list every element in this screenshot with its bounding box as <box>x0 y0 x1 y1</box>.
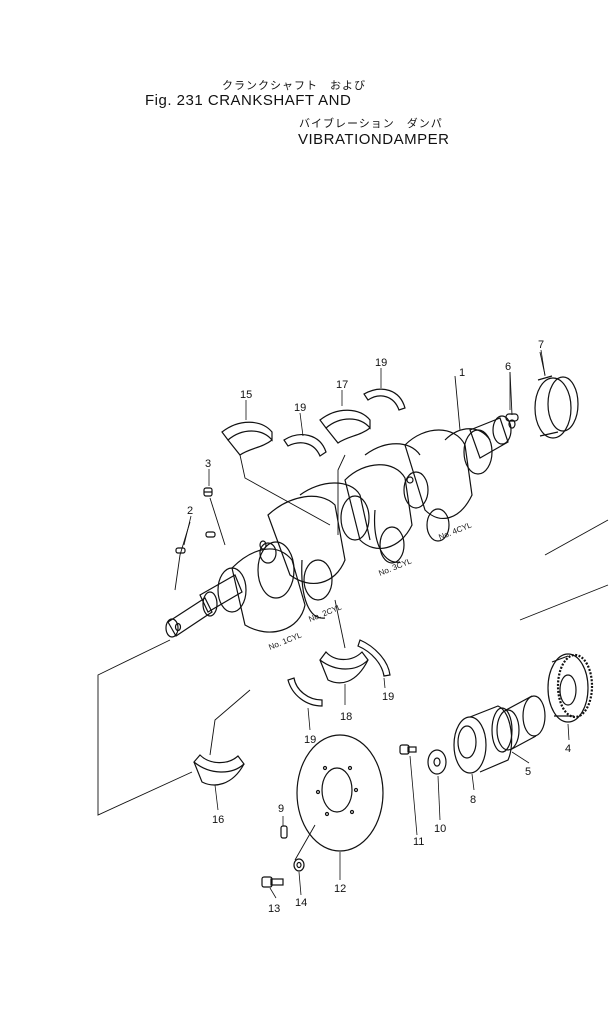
washer-part-10 <box>427 749 447 775</box>
callout-4: 4 <box>565 743 571 755</box>
crankshaft <box>165 415 516 638</box>
callout-10: 10 <box>434 823 446 835</box>
bearing-part-18 <box>319 651 369 684</box>
dowel-part-9 <box>280 825 288 839</box>
callout-12: 12 <box>334 883 346 895</box>
callout-2: 2 <box>187 505 193 517</box>
callout-11: 11 <box>413 836 424 848</box>
leader-lines <box>97 351 609 861</box>
bearing-part-17 <box>319 409 371 444</box>
damper-disc-part-12 <box>296 734 384 852</box>
callout-13: 13 <box>268 903 280 915</box>
bolt-part-11 <box>399 744 417 755</box>
callout-19-top-left: 19 <box>294 402 306 414</box>
pin-part-6 <box>505 413 519 422</box>
callout-9: 9 <box>278 803 284 815</box>
callout-7: 7 <box>538 339 544 351</box>
ring-part-7 <box>534 375 579 439</box>
bearing-part-15 <box>221 421 273 456</box>
callout-16: 16 <box>212 814 224 826</box>
key-part-2 <box>175 531 216 554</box>
plug-part-3 <box>203 487 213 497</box>
callout-8: 8 <box>470 794 476 806</box>
callout-3: 3 <box>205 458 211 470</box>
bolt-part-13 <box>261 876 284 888</box>
cylinder-label-4: No. 4CYL <box>437 520 473 542</box>
callout-14: 14 <box>295 897 307 909</box>
figure-title-line1: Fig. 231 CRANKSHAFT AND <box>145 92 352 109</box>
callout-15: 15 <box>240 389 252 401</box>
title-japanese-line2: バイブレーション ダンパ <box>299 117 443 130</box>
lockwasher-part-14 <box>293 858 305 872</box>
callout-1: 1 <box>459 367 465 379</box>
callout-19-bottom-right: 19 <box>382 691 394 703</box>
callout-leaders <box>183 349 570 899</box>
pulley-part-8 <box>453 705 513 774</box>
cylinder-label-3: No. 3CYL <box>377 556 413 578</box>
sleeve-part-5 <box>496 695 546 751</box>
title-japanese-line1: クランクシャフト および <box>222 79 366 92</box>
callout-17: 17 <box>336 379 348 391</box>
callout-6: 6 <box>505 361 511 373</box>
cylinder-label-1: No. 1CYL <box>267 630 303 652</box>
callout-19-bottom-left: 19 <box>304 734 316 746</box>
bearing-part-16 <box>193 754 245 786</box>
gear-part-4 <box>547 653 594 723</box>
callout-5: 5 <box>525 766 531 778</box>
callout-19-top-right: 19 <box>375 357 387 369</box>
figure-title-line2: VIBRATIONDAMPER <box>298 131 450 148</box>
callout-18: 18 <box>340 711 352 723</box>
thrust-washer-part-19 <box>283 388 406 707</box>
